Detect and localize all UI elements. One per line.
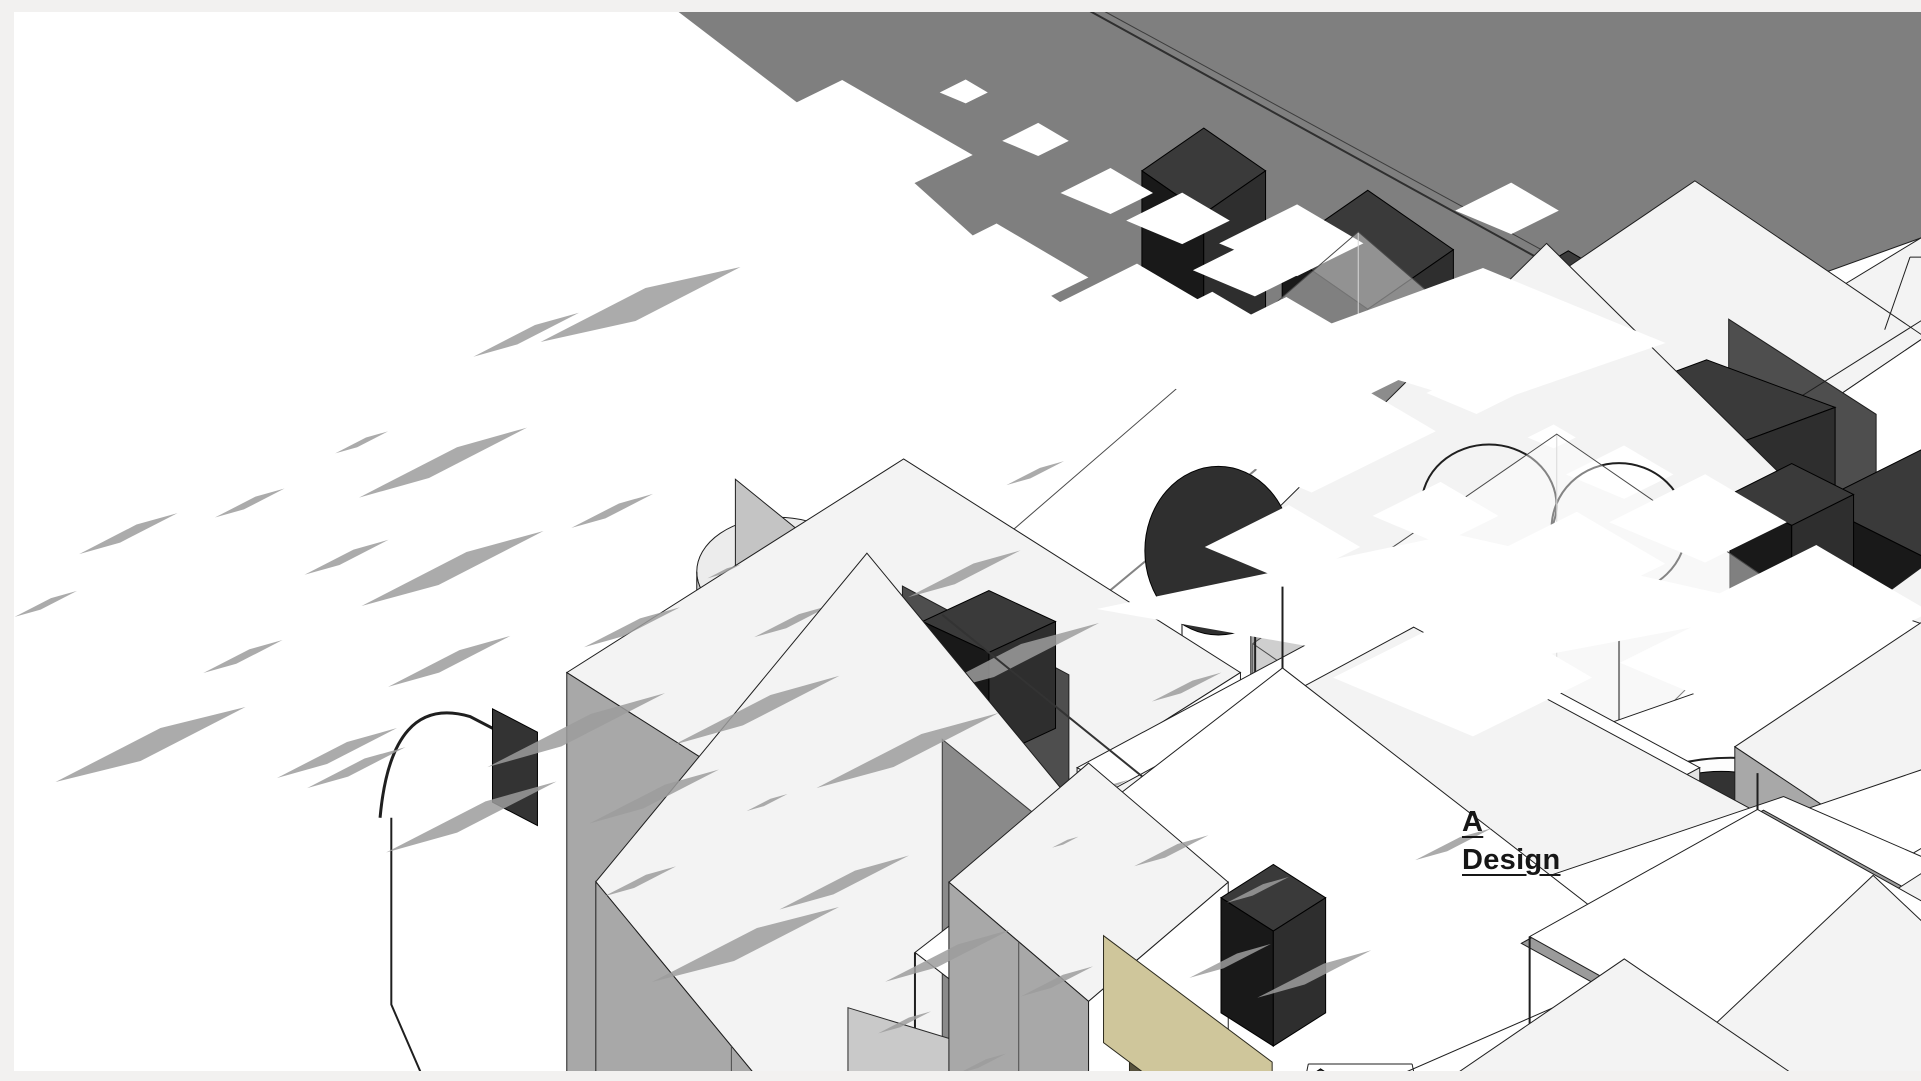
equipment-sink-cabinet [388,627,1833,1081]
equipment-folding-screen [1257,950,1372,998]
equipment-sit-stand-lift [779,769,1921,1081]
equipment-soap-dispenser-unit [1060,168,1688,627]
equipment-training-stairs [540,267,1921,1081]
equipment-document-box [878,1011,1425,1081]
equipment-infant-crib [888,223,1921,1081]
equipment-towel-dispenser [1002,122,1453,515]
equipment-hand-sanitizer [707,564,1055,759]
equipment-privacy-screen [1620,602,1842,714]
equipment-exam-light [571,466,1431,1081]
equipment-narrow-cabinet [746,763,1229,1081]
equipment-exam-chair [1609,474,1787,563]
brand-line-2: Design [1462,843,1561,876]
brand-mark: A Design [1462,804,1561,879]
equipment-mobile-hoist [589,769,1921,1081]
equipment-wall-grab-bar [14,590,538,1081]
frame-bottom [0,1071,1921,1081]
equipment-wardrobe-cabinet [1189,875,1921,1081]
equipment-iv-pole [754,605,1550,1081]
equipment-shelf-cart [277,587,1666,1081]
equipment-storage-box [1455,175,1921,866]
equipment-water-cooler [214,479,961,1081]
equipment-patient-lift [885,842,1921,1081]
equipment-lift-cage [473,232,1719,1081]
equipment-divider-panel [307,747,1415,1081]
equipment-exam-couch-2 [487,693,1921,1081]
frame-top [0,0,1921,12]
equipment-side-chair [1226,876,1896,1081]
equipment-warming-cabinet [1372,463,1921,1081]
equipment-pediatric-bed [689,80,1921,1051]
equipment-cubicle-curtain [55,615,1921,1081]
equipment-operating-table [816,713,1921,1081]
equipment-hospital-bed-2 [361,531,1921,1081]
equipment-sink-unit [1126,181,1921,953]
equipment-mattress-stack [584,600,1700,1081]
equipment-bedside-cabinet [1415,785,1921,1081]
equipment-training-ramp [1096,534,1790,672]
equipment-patient-stretcher [673,675,1921,1081]
equipment-floor-lamp [958,1053,1455,1081]
equipment-cassette-trolley [1333,607,1921,1081]
equipment-portable-scale [1151,672,1921,1081]
equipment-iv-ring-stand [1006,445,1592,1081]
equipment-patient-scale [907,550,1921,1081]
equipment-supply-cabinet [815,243,1842,1081]
equipment-waste-cart [1021,959,1871,1081]
equipment-exam-stool [335,431,882,935]
equipment-infusion-pump [1052,836,1326,1046]
equipment-storage-cabinet-2 [203,553,1138,1081]
equipment-therapy-table [1165,358,1436,493]
equipment-infant-crib-2 [1682,544,1921,669]
frame-left [0,0,14,1081]
equipment-mirror-cart [1192,239,1921,1037]
brand-line-1: A [1462,806,1484,838]
equipment-layer [14,79,1921,1081]
equipment-utility-cart [1134,773,1921,1081]
equipment-surgical-prep-table [386,781,1921,1081]
equipment-mobile-x-ray [604,866,1389,1081]
equipment-laptop-cart [304,539,1190,1081]
equipment-beam-seating [359,427,1921,1081]
equipment-storage-cabinet [79,459,1240,1081]
equipment-imaging-table [652,907,839,982]
equipment-floor-scrubber [1426,368,1921,768]
equipment-wall-dispenser [939,79,1266,361]
